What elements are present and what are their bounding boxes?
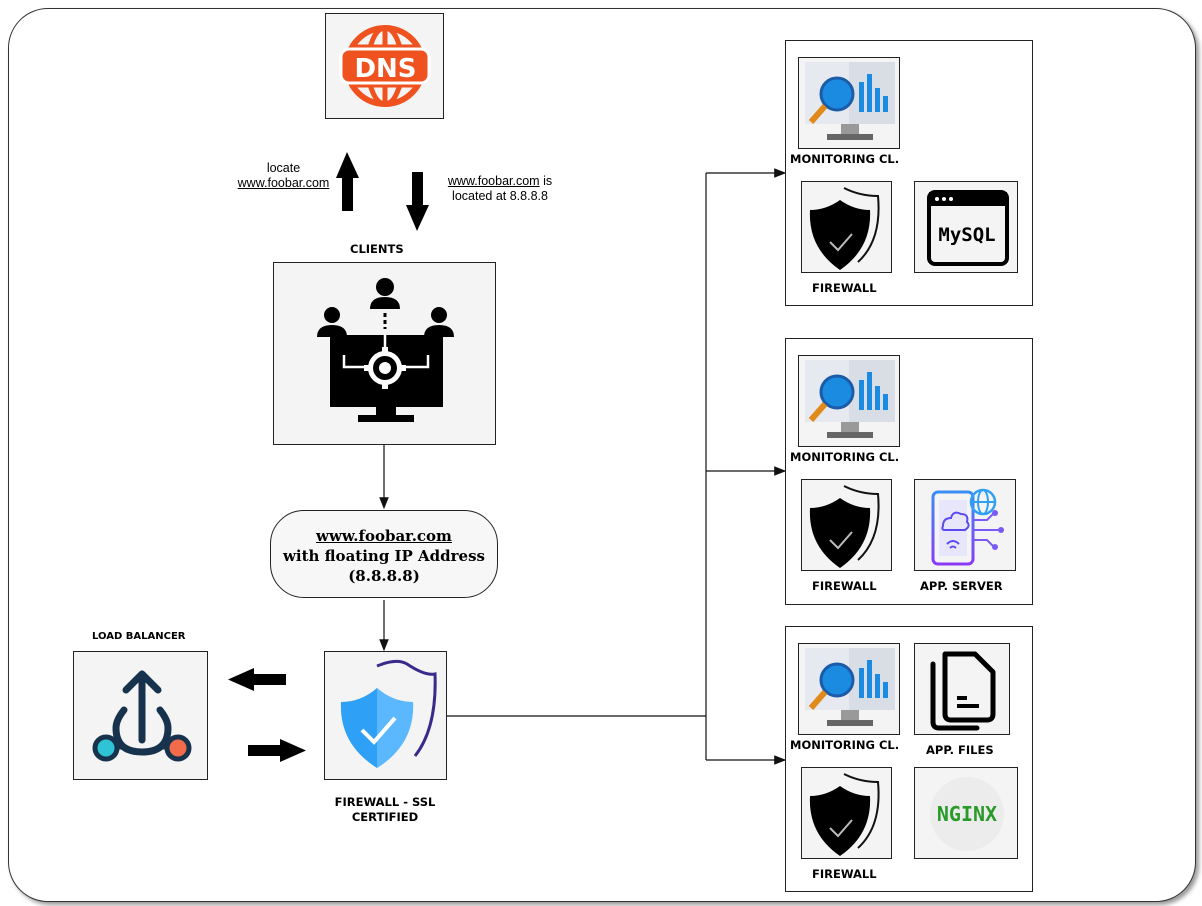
firewall-shield-icon <box>809 773 880 856</box>
locate-note: locate www.foobar.com <box>226 161 341 191</box>
dns-box: DNS <box>325 13 444 119</box>
server3-firewall-box <box>801 767 892 859</box>
up-arrow <box>336 152 359 211</box>
server1-monitoring-label: MONITORING CL. <box>790 152 900 166</box>
app-server-cloud-icon <box>931 488 1004 566</box>
down-arrow <box>406 172 429 231</box>
domain-line1: www.foobar.com <box>316 527 452 545</box>
clients-label: CLIENTS <box>350 242 404 256</box>
firewall-ssl-shield-icon <box>340 659 437 768</box>
nginx-logo-icon <box>930 777 1004 851</box>
dns-globe-icon <box>339 25 431 107</box>
firewall-ssl-line1: FIREWALL - SSL <box>334 795 436 809</box>
firewall-ssl-box <box>324 651 447 780</box>
located-domain: www.foobar.com <box>447 174 540 188</box>
app-files-icon <box>930 651 996 731</box>
nginx-logo: NGINX <box>936 802 998 826</box>
server1-firewall-label: FIREWALL <box>812 281 877 295</box>
dns-label: DNS <box>354 54 417 84</box>
server2-panel: MONITORING CL. FIREWALL APP. SERVER <box>785 338 1033 605</box>
left-arrow <box>228 668 286 691</box>
firewall-shield-icon <box>809 187 880 270</box>
located-is: is <box>539 174 553 188</box>
server3-nginx-box: NGINX <box>914 767 1018 859</box>
located-at: located at 8.8.8.8 <box>452 189 548 203</box>
server3-monitoring-box <box>798 643 900 735</box>
domain-line2: with floating IP Address <box>282 547 485 565</box>
locate-domain: www.foobar.com <box>237 176 330 190</box>
firewall-ssl-line2: CERTIFIED <box>351 810 419 824</box>
monitoring-icon <box>805 648 895 726</box>
server2-app-box <box>914 479 1016 571</box>
server3-monitoring-label: MONITORING CL. <box>790 738 900 752</box>
located-note: www.foobar.com is located at 8.8.8.8 <box>436 174 564 204</box>
monitoring-icon <box>805 62 895 140</box>
server1-mysql-box: MySQL <box>914 181 1018 273</box>
server2-firewall-label: FIREWALL <box>812 579 877 593</box>
firewall-ssl-label: FIREWALL - SSL CERTIFIED <box>310 795 460 825</box>
server2-monitoring-box <box>798 355 900 447</box>
server3-firewall-label: FIREWALL <box>812 867 877 881</box>
server2-app-label: APP. SERVER <box>920 579 1003 593</box>
domain-line3: (8.8.8.8) <box>348 567 420 585</box>
mysql-logo: MySQL <box>938 224 996 246</box>
firewall-shield-icon <box>809 485 880 568</box>
domain-box: www.foobar.com with floating IP Address … <box>270 510 498 598</box>
server2-firewall-box <box>801 479 892 571</box>
clients-network-icon <box>317 278 454 422</box>
locate-word: locate <box>266 161 301 175</box>
clients-box <box>273 262 496 445</box>
server2-monitoring-label: MONITORING CL. <box>790 450 900 464</box>
monitoring-icon <box>805 360 895 438</box>
server3-panel: MONITORING CL. APP. FILES FIREWALL NGINX <box>785 626 1033 892</box>
load-balancer-box <box>73 651 208 780</box>
load-balancer-icon <box>92 670 192 762</box>
server3-files-box <box>914 643 1010 735</box>
server1-monitoring-box <box>798 57 900 149</box>
server1-firewall-box <box>801 181 892 273</box>
mysql-database-icon <box>927 190 1009 266</box>
server1-panel: MONITORING CL. FIREWALL MySQL <box>785 40 1033 306</box>
load-balancer-label: LOAD BALANCER <box>92 631 186 642</box>
server3-files-label: APP. FILES <box>926 743 994 757</box>
right-arrow <box>248 739 306 762</box>
